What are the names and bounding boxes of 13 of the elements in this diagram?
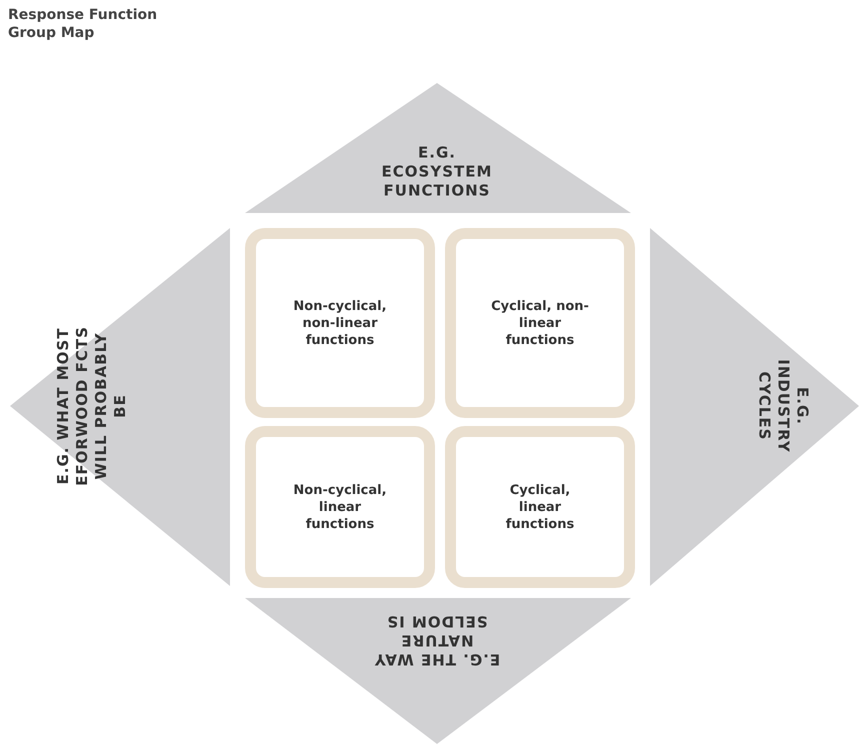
box-label: Cyclical, non-linear functions bbox=[490, 298, 590, 348]
rounded-box bbox=[445, 228, 635, 418]
rounded-box bbox=[445, 426, 635, 588]
box-label: Non-cyclical, linear functions bbox=[292, 482, 388, 532]
box-label: Cyclical, linear functions bbox=[504, 482, 576, 532]
section-label: E.G. WHAT MOST EFORWOOD FCTS WILL PROBABLY BE bbox=[54, 325, 130, 488]
rounded-box bbox=[245, 426, 435, 588]
section-label: E.G. INDUSTRY CYCLES bbox=[754, 358, 812, 455]
section-label: E.G. THE WAY NATURE SELDOM IS bbox=[372, 612, 502, 668]
rounded-box bbox=[245, 228, 435, 418]
box-label: Non-cyclical, non-linear functions bbox=[292, 298, 388, 348]
section-label: E.G. ECOSYSTEM FUNCTIONS bbox=[380, 144, 494, 200]
diagram-title: Response Function Group Map bbox=[8, 6, 158, 42]
